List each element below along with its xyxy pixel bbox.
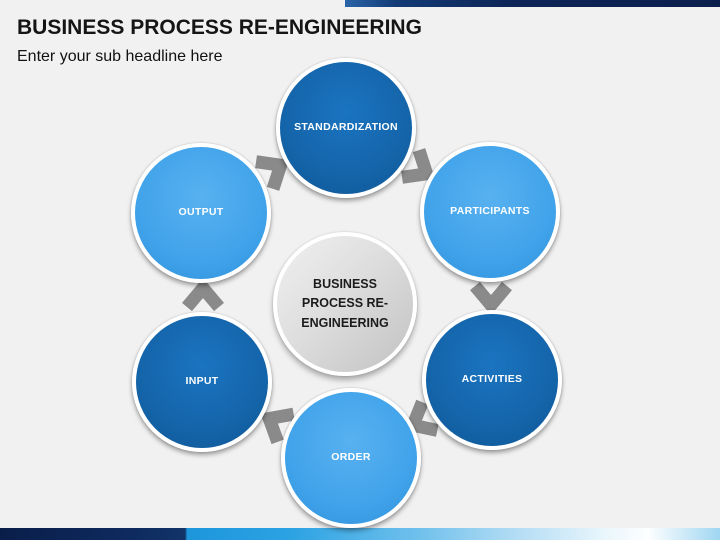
node-order: ORDER xyxy=(281,388,421,528)
node-output: OUTPUT xyxy=(131,143,271,283)
node-label: ORDER xyxy=(331,451,371,464)
chevron-arrow-icon xyxy=(246,141,301,199)
center-node: BUSINESS PROCESS RE-ENGINEERING xyxy=(273,232,417,376)
chevron-arrow-icon xyxy=(392,140,447,198)
slide-title: BUSINESS PROCESS RE-ENGINEERING xyxy=(17,16,422,39)
node-label: ACTIVITIES xyxy=(461,373,523,386)
top-accent-bar xyxy=(345,0,720,7)
node-label: INPUT xyxy=(185,375,219,388)
chevron-arrow-icon xyxy=(250,394,304,452)
node-standardization: STANDARDIZATION xyxy=(276,58,416,198)
node-input: INPUT xyxy=(132,312,272,452)
node-label: STANDARDIZATION xyxy=(294,121,398,134)
node-activities: ACTIVITIES xyxy=(422,310,562,450)
bottom-accent-bar xyxy=(0,528,720,540)
center-node-label: BUSINESS PROCESS RE-ENGINEERING xyxy=(301,276,389,330)
node-label: OUTPUT xyxy=(178,206,224,219)
chevron-arrow-icon xyxy=(468,278,514,314)
chevron-arrow-icon xyxy=(180,279,226,315)
node-participants: PARTICIPANTS xyxy=(420,142,560,282)
node-label: PARTICIPANTS xyxy=(450,205,530,218)
slide-subtitle: Enter your sub headline here xyxy=(17,48,223,65)
